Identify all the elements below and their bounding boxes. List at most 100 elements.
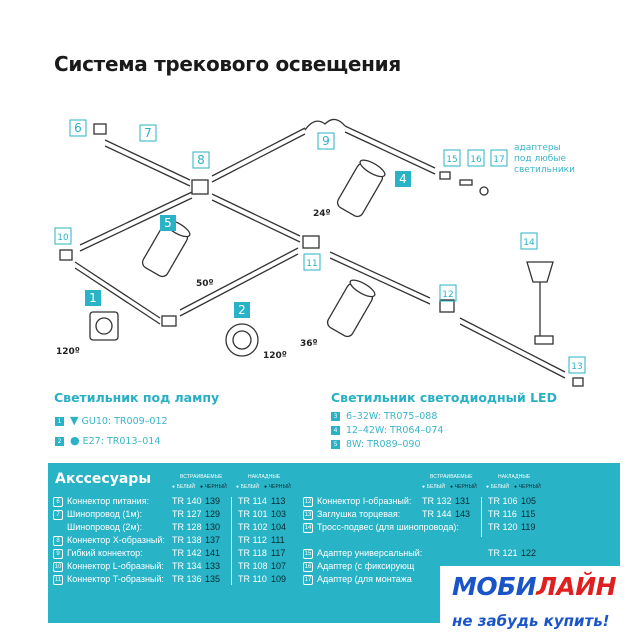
lamp-section-title: Светильник под лампу bbox=[54, 390, 220, 405]
header-black-3: ● ЧЕРНЫЙ bbox=[450, 484, 477, 490]
surface-white-code: TR 101 bbox=[238, 509, 268, 519]
label-11: 11 bbox=[306, 259, 317, 269]
surface-white-code: TR 102 bbox=[238, 522, 268, 532]
adapters-note-3: светильники bbox=[514, 165, 575, 175]
track-top bbox=[211, 127, 306, 183]
surface-black-code: 119 bbox=[521, 522, 536, 532]
row-name: Тросс-подвес (для шинопровода): bbox=[317, 522, 459, 532]
e27-bulb-icon: ● bbox=[70, 434, 80, 447]
end-cap bbox=[572, 377, 584, 387]
lamp-4 bbox=[336, 159, 386, 218]
adapters-note-1: адаптеры bbox=[514, 143, 561, 153]
built-in-black-code: 130 bbox=[205, 522, 221, 532]
row-number-icon: 9 bbox=[53, 549, 63, 559]
row-name: Коннектор T-образный: bbox=[67, 574, 164, 584]
header-surface-r: НАКЛАДНЫЕ bbox=[498, 474, 531, 480]
label-8: 8 bbox=[197, 153, 205, 167]
lamp-1 bbox=[89, 311, 119, 341]
track-7 bbox=[104, 139, 191, 187]
badge: 1 bbox=[55, 417, 64, 426]
divider-right bbox=[481, 497, 482, 537]
surface-black-code: 107 bbox=[271, 561, 287, 571]
built-in-white-code: TR 127 bbox=[172, 509, 202, 519]
led-item-5: 5 8W: TR089–090 bbox=[331, 439, 421, 450]
built-in-white-code: TR 134 bbox=[172, 561, 202, 571]
label-7: 7 bbox=[144, 126, 152, 140]
label-6: 6 bbox=[74, 121, 82, 135]
row-number-icon: 16 bbox=[303, 562, 313, 572]
track-mid bbox=[211, 193, 301, 243]
track-10 bbox=[74, 261, 161, 325]
built-in-black-code: 131 bbox=[455, 496, 471, 506]
pendant-cone bbox=[526, 261, 554, 283]
surface-white-code: TR 114 bbox=[238, 496, 267, 506]
surface-black-code: 103 bbox=[271, 509, 287, 519]
label-1: 1 bbox=[89, 291, 97, 305]
label-15: 15 bbox=[446, 155, 457, 165]
label-12: 12 bbox=[442, 290, 453, 300]
surface-white-code: TR 120 bbox=[488, 522, 518, 532]
page-title: Система трекового освещения bbox=[54, 52, 401, 76]
adapter-16 bbox=[459, 179, 473, 186]
header-white-2: ● БЕЛЫЙ bbox=[236, 484, 260, 490]
item-text: GU10: TR009–012 bbox=[81, 416, 168, 427]
label-10: 10 bbox=[57, 233, 69, 243]
row-number-icon: 8 bbox=[53, 536, 63, 546]
x-connector bbox=[191, 179, 209, 195]
watermark-brand-blue: МОБИ bbox=[452, 572, 537, 601]
row-name: Адаптер (для монтажа bbox=[317, 574, 412, 584]
badge: 2 bbox=[55, 437, 64, 446]
built-in-black-code: 137 bbox=[205, 535, 221, 545]
header-white-1: ● БЕЛЫЙ bbox=[172, 484, 196, 490]
label-2: 2 bbox=[238, 303, 246, 317]
power-connector bbox=[93, 123, 107, 135]
built-in-black-code: 139 bbox=[205, 496, 221, 506]
item-text: 8W: TR089–090 bbox=[346, 439, 421, 450]
row-name: Коннектор X-образный: bbox=[67, 535, 165, 545]
item-text: E27: TR013–014 bbox=[82, 436, 161, 447]
built-in-black-code: 129 bbox=[205, 509, 221, 519]
row-name: Адаптер (с фиксирующ bbox=[317, 561, 415, 571]
label-17: 17 bbox=[493, 155, 504, 165]
row-number-icon: 14 bbox=[303, 523, 313, 533]
header-black-2: ● ЧЕРНЫЙ bbox=[264, 484, 291, 490]
t-connector bbox=[302, 235, 320, 249]
lamp-item-1: 1▼ GU10: TR009–012 bbox=[55, 414, 168, 427]
watermark-logo: МОБИЛАЙН bbox=[452, 572, 617, 601]
accessories-title: Акссесуары bbox=[55, 471, 151, 487]
label-13: 13 bbox=[571, 362, 582, 372]
row-name: Коннектор питания: bbox=[67, 496, 150, 506]
adapter-17 bbox=[479, 186, 489, 196]
built-in-white-code: TR 128 bbox=[172, 522, 202, 532]
header-built-in-r: ВСТРАИВАЕМЫЕ bbox=[430, 474, 473, 480]
header-white-4: ● БЕЛЫЙ bbox=[486, 484, 510, 490]
badge: 5 bbox=[331, 440, 340, 449]
power-connector-2 bbox=[59, 249, 73, 261]
pendant-base bbox=[534, 335, 554, 345]
item-text: 12–42W: TR064–074 bbox=[346, 425, 444, 436]
row-number-icon: 12 bbox=[303, 497, 313, 507]
flexible-connector bbox=[304, 118, 346, 131]
header-black-4: ● ЧЕРНЫЙ bbox=[514, 484, 541, 490]
row-number-icon: 15 bbox=[303, 549, 313, 559]
built-in-black-code: 141 bbox=[205, 548, 221, 558]
surface-white-code: TR 106 bbox=[488, 496, 518, 506]
row-name: Гибкий коннектор: bbox=[67, 548, 143, 558]
built-in-black-code: 143 bbox=[455, 509, 471, 519]
label-boxes bbox=[54, 119, 586, 374]
surface-black-code: 105 bbox=[521, 496, 537, 506]
header-surface: НАКЛАДНЫЕ bbox=[248, 474, 281, 480]
header-built-in: ВСТРАИВАЕМЫЕ bbox=[180, 474, 223, 480]
row-number-icon: 7 bbox=[53, 510, 63, 520]
track-left bbox=[79, 191, 193, 252]
label-4: 4 bbox=[399, 172, 407, 186]
label-5: 5 bbox=[164, 216, 172, 230]
header-white-3: ● БЕЛЫЙ bbox=[422, 484, 446, 490]
row-name: Шинопровод (2м): bbox=[67, 522, 143, 532]
built-in-white-code: TR 138 bbox=[172, 535, 202, 545]
label-16: 16 bbox=[470, 155, 482, 165]
row-number-icon: 10 bbox=[53, 562, 63, 572]
badge: 3 bbox=[331, 412, 340, 421]
